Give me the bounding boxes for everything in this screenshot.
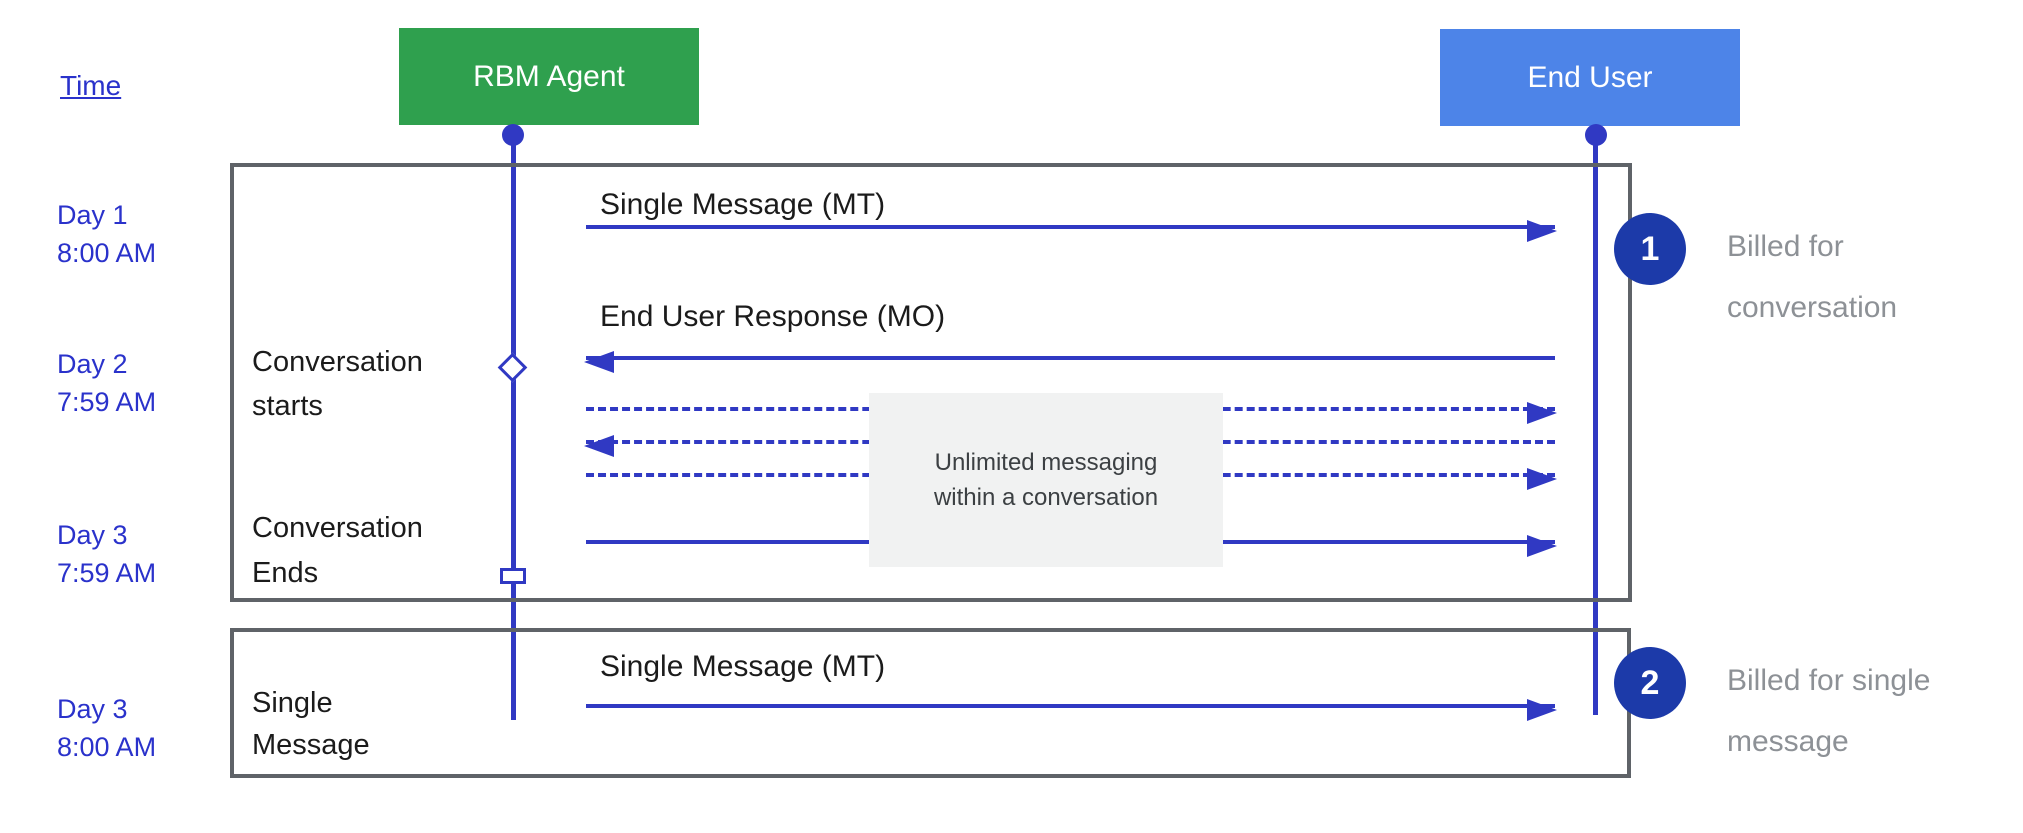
lifeline-end-user (1593, 125, 1598, 715)
conversation-ends-label: Conversation Ends (252, 506, 423, 596)
time-label-time: 7:59 AM (57, 387, 157, 417)
message-label-single-message-mt-2: Single Message (MT) (600, 650, 886, 683)
caption-line: conversation (1727, 291, 1898, 324)
arrowhead-right-icon (1527, 535, 1557, 557)
label-line: Conversation (252, 512, 423, 544)
message-arrow-mo-left (584, 351, 1555, 373)
label-line: Ends (252, 557, 319, 589)
time-label-day3-800: Day 3 8:00 AM (57, 690, 156, 766)
caption-line: Billed for single (1727, 664, 1931, 697)
badge-number: 2 (1640, 663, 1660, 702)
actor-box-rbm-agent: RBM Agent (399, 28, 699, 125)
billing-badge-2: 2 (1614, 647, 1686, 719)
time-label-time: 8:00 AM (57, 732, 157, 762)
arrowhead-left-icon (584, 435, 614, 457)
arrowhead-left-icon (584, 351, 614, 373)
note-line: Unlimited messaging (934, 449, 1158, 476)
actor-label-end-user: End User (1527, 60, 1653, 94)
actor-box-end-user: End User (1440, 29, 1740, 126)
label-line: Single (252, 687, 333, 719)
label-line: Message (252, 729, 370, 761)
caption-line: Billed for (1727, 230, 1844, 263)
billing-caption-conversation: Billed for conversation (1727, 216, 1897, 338)
message-arrow-single-mt-right (586, 699, 1557, 721)
time-label-day2: Day 2 7:59 AM (57, 345, 156, 421)
label-line: starts (252, 390, 323, 422)
conversation-starts-label: Conversation starts (252, 340, 423, 428)
badge-number: 1 (1640, 229, 1660, 268)
unlimited-messaging-note: Unlimited messaging within a conversatio… (869, 393, 1223, 567)
label-line: Conversation (252, 346, 423, 378)
message-arrow-mt-right (586, 220, 1557, 242)
time-label-day: Day 3 (57, 520, 128, 550)
single-message-section-frame (230, 628, 1631, 778)
single-message-row-label: Single Message (252, 682, 370, 766)
message-label-end-user-response-mo: End User Response (MO) (600, 300, 946, 333)
time-label-day1: Day 1 8:00 AM (57, 196, 156, 272)
time-label-time: 7:59 AM (57, 558, 157, 588)
note-line: within a conversation (933, 484, 1159, 511)
arrowhead-right-icon (1527, 220, 1557, 242)
billing-caption-single-message: Billed for single message (1727, 650, 1930, 772)
time-label-time: 8:00 AM (57, 238, 157, 268)
billing-badge-1: 1 (1614, 213, 1686, 285)
time-axis-label: Time (60, 70, 122, 101)
caption-line: message (1727, 725, 1849, 758)
lifeline-rbm-agent (511, 125, 516, 720)
time-label-day3-759: Day 3 7:59 AM (57, 516, 156, 592)
time-label-day: Day 2 (57, 349, 128, 379)
time-label-day: Day 3 (57, 694, 128, 724)
conversation-end-square-icon (500, 568, 526, 584)
arrowhead-right-icon (1527, 699, 1557, 721)
arrowhead-right-icon (1527, 402, 1557, 424)
actor-label-rbm-agent: RBM Agent (473, 59, 625, 93)
message-label-single-message-mt: Single Message (MT) (600, 188, 886, 221)
time-label-day: Day 1 (57, 200, 128, 230)
conversation-section-frame (230, 163, 1632, 602)
arrowhead-right-icon (1527, 468, 1557, 490)
